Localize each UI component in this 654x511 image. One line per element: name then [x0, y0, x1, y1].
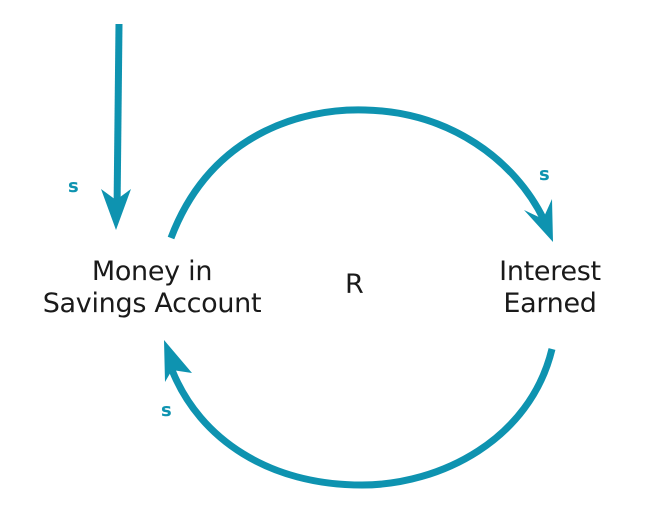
inflow-arrow — [101, 23, 131, 230]
inflow-polarity-label: s — [68, 176, 79, 197]
node-money-line2: Savings Account — [42, 288, 262, 319]
reinforcing-loop-label: R — [345, 269, 364, 300]
interest-to-money-polarity-label: s — [161, 400, 172, 421]
money-to-interest-arrow — [167, 106, 553, 242]
node-money-in-savings-account: Money in Savings Account — [22, 256, 282, 320]
node-interest-line2: Earned — [503, 288, 597, 319]
interest-to-money-arrow — [164, 340, 556, 489]
node-money-line1: Money in — [91, 256, 213, 287]
node-interest-earned: Interest Earned — [475, 256, 625, 320]
node-interest-line1: Interest — [499, 256, 601, 287]
money-to-interest-polarity-label: s — [539, 164, 550, 185]
